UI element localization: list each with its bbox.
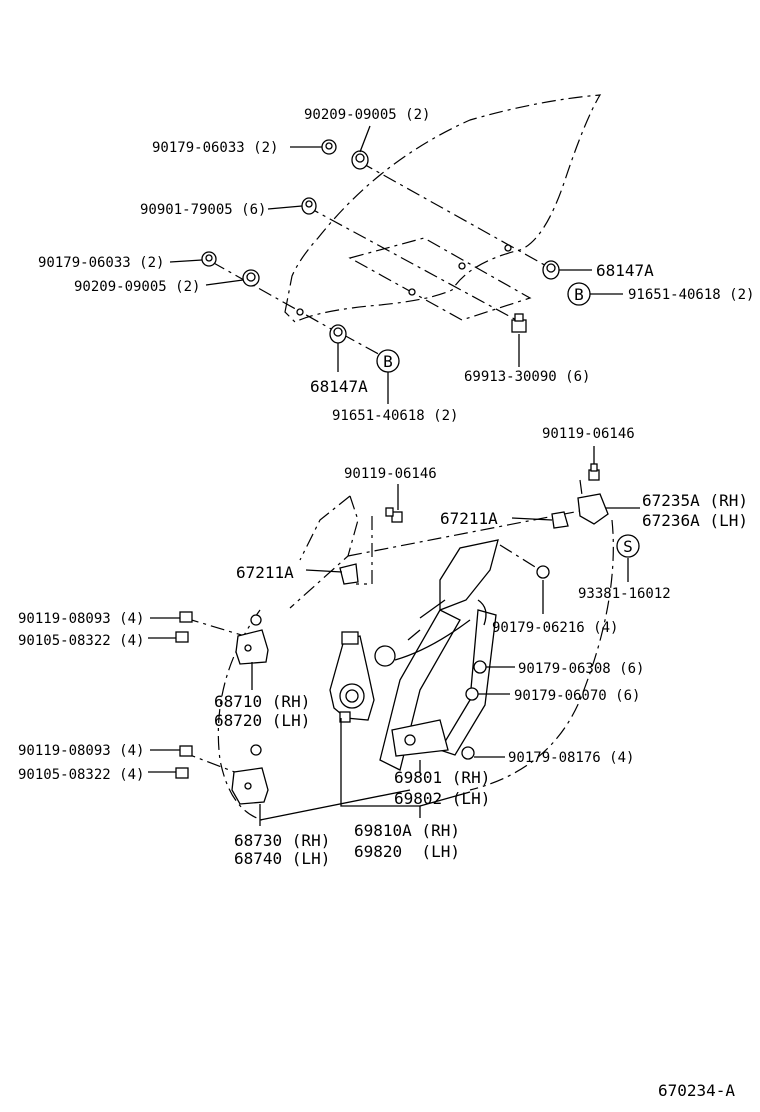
svg-text:B: B	[574, 285, 584, 304]
clip-68147a-left	[329, 324, 347, 344]
bracket-68730	[231, 744, 269, 805]
label-93381-16012: 93381-16012	[578, 586, 671, 602]
bolt-90105-08322-upper	[175, 631, 189, 643]
label-69801-rh: 69801 (RH)	[394, 768, 490, 787]
leader-dash-4	[341, 333, 385, 358]
label-90209-09005-left: 90209-09005 (2)	[74, 279, 200, 295]
nut-90179-08176	[461, 746, 475, 760]
clip-90901	[301, 197, 317, 215]
leader-dash-3	[211, 261, 341, 335]
marker-b-right: B	[567, 282, 591, 306]
window-regulator	[374, 539, 499, 771]
cushion-90209-left	[242, 269, 260, 287]
label-67211a-left: 67211A	[236, 563, 294, 582]
svg-text:S: S	[623, 537, 633, 556]
label-90179-06070: 90179-06070 (6)	[514, 688, 640, 704]
leader-line	[419, 791, 471, 807]
label-68147a-left: 68147A	[310, 377, 368, 396]
label-90119-08093-lower: 90119-08093 (4)	[18, 743, 144, 759]
label-68147a-right: 68147A	[596, 261, 654, 280]
label-69802-lh: 69802 (LH)	[394, 789, 490, 808]
leader-line	[205, 279, 244, 286]
label-90119-06146-right: 90119-06146	[542, 426, 635, 442]
glass-hole	[458, 262, 466, 270]
clip-67211a-right	[551, 511, 569, 529]
label-69810a-rh: 69810A (RH)	[354, 821, 460, 840]
label-90105-08322-lower: 90105-08322 (4)	[18, 767, 144, 783]
clip-90179-top	[321, 139, 337, 155]
label-90901-79005: 90901-79005 (6)	[140, 202, 266, 218]
label-90105-08322-upper: 90105-08322 (4)	[18, 633, 144, 649]
dash-link-06216	[499, 544, 541, 571]
regulator-motor	[329, 631, 375, 723]
outline-dash-right-curve	[469, 519, 614, 791]
label-67211a-right: 67211A	[440, 509, 498, 528]
door-glass-outline	[284, 94, 602, 323]
clip-68147a-right	[542, 260, 560, 280]
figure-code: 670234-A	[658, 1081, 735, 1100]
leader-line	[169, 259, 203, 263]
glass-hole	[408, 288, 416, 296]
label-68730-rh: 68730 (RH)	[234, 831, 330, 850]
label-90179-06033-top: 90179-06033 (2)	[152, 140, 278, 156]
label-90119-06146-left: 90119-06146	[344, 466, 437, 482]
leader-line	[511, 517, 553, 521]
leader-dash-2	[305, 205, 521, 323]
glass-hole	[504, 244, 512, 252]
glass-hole	[296, 308, 304, 316]
nut-90179-06308	[473, 660, 487, 674]
clip-90179-left	[201, 251, 217, 267]
label-90179-06308: 90179-06308 (6)	[518, 661, 644, 677]
bracket-67235a	[577, 493, 609, 525]
leader-bracket-69810	[340, 718, 421, 818]
cushion-90209-top	[351, 150, 369, 170]
label-90179-06033-left: 90179-06033 (2)	[38, 255, 164, 271]
leader-line	[267, 205, 303, 210]
outline-dash-right-top	[579, 479, 585, 511]
label-90119-08093-upper: 90119-08093 (4)	[18, 611, 144, 627]
bolt-90119-06146-left	[385, 507, 403, 523]
outline-dash-bracket	[356, 516, 373, 585]
label-90179-08176: 90179-08176 (4)	[508, 750, 634, 766]
outline-dash-left	[289, 495, 359, 609]
marker-s: S	[616, 534, 640, 558]
label-67236a-lh: 67236A (LH)	[642, 511, 748, 530]
label-90209-09005-top: 90209-09005 (2)	[304, 107, 430, 123]
leader-line	[259, 789, 411, 821]
outline-dash-left-2	[299, 495, 351, 561]
svg-text:B: B	[383, 352, 393, 371]
bracket-68710	[235, 614, 269, 665]
label-68720-lh: 68720 (LH)	[214, 711, 310, 730]
leader-line	[359, 125, 371, 153]
bolt-90119-06146-right	[588, 463, 600, 481]
leader-dash-1	[359, 161, 551, 269]
label-68710-rh: 68710 (RH)	[214, 692, 310, 711]
outline-dash-curve	[217, 609, 263, 821]
bolt-90119-08093-upper	[179, 611, 193, 623]
label-69913-30090: 69913-30090 (6)	[464, 369, 590, 385]
label-90179-06216: 90179-06216 (4)	[492, 620, 618, 636]
bolt-90105-08322-lower	[175, 767, 189, 779]
glass-channel-plate	[348, 237, 532, 321]
label-67235a-rh: 67235A (RH)	[642, 491, 748, 510]
label-69820-lh: 69820 (LH)	[354, 842, 460, 861]
marker-b-left: B	[376, 349, 400, 373]
label-91651-40618-right: 91651-40618 (2)	[628, 287, 754, 303]
label-91651-40618-left: 91651-40618 (2)	[332, 408, 458, 424]
label-68740-lh: 68740 (LH)	[234, 849, 330, 868]
clip-67211a-left	[339, 563, 359, 585]
bolt-90119-08093-lower	[179, 745, 193, 757]
nut-90179-06216	[536, 565, 550, 579]
outline-dash-crossbar	[347, 509, 586, 557]
bolt-69913	[511, 313, 527, 333]
leader-line	[305, 569, 343, 573]
nut-90179-06070	[465, 687, 479, 701]
